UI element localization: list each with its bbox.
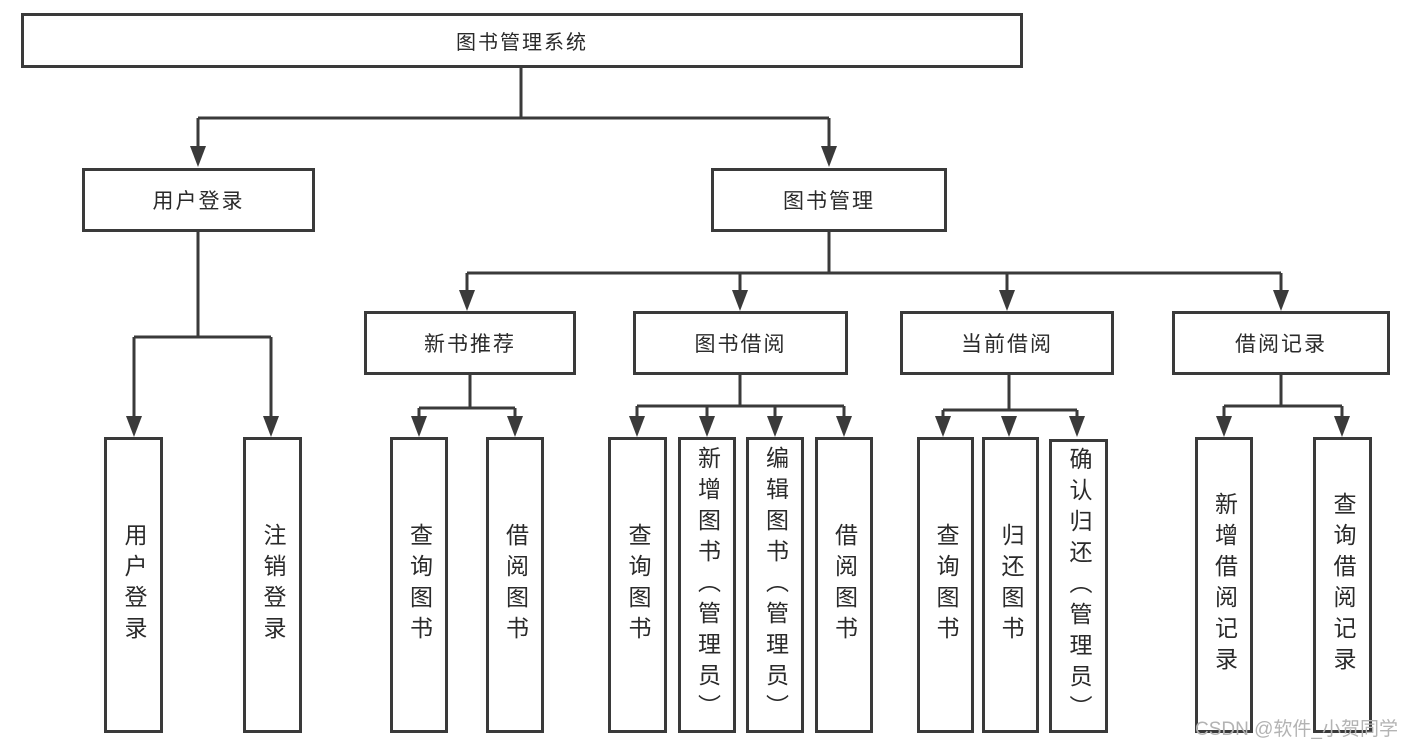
leaf-borrow-books-recommend: 借阅图书: [486, 437, 544, 733]
leaf-label: 新增图书（管理员）: [694, 445, 721, 725]
leaf-query-books-recommend: 查询图书: [390, 437, 448, 733]
arrow-down-icon: [1334, 416, 1350, 437]
leaf-label: 查询图书: [406, 523, 433, 647]
arrow-down-icon: [1273, 290, 1289, 311]
arrow-down-icon: [507, 416, 523, 437]
leaf-label: 查询借阅记录: [1330, 492, 1356, 678]
node-current-borrow: 当前借阅: [900, 311, 1114, 375]
leaf-add-borrow-record: 新增借阅记录: [1195, 437, 1253, 733]
arrow-down-icon: [411, 416, 427, 437]
node-user-login-label: 用户登录: [152, 190, 245, 213]
node-borrow-records-label: 借阅记录: [1235, 333, 1327, 356]
node-new-book-recommend-label: 新书推荐: [424, 333, 516, 356]
node-book-borrow-label: 图书借阅: [694, 333, 787, 356]
node-current-borrow-label: 当前借阅: [961, 333, 1053, 356]
node-borrow-records: 借阅记录: [1172, 311, 1390, 375]
arrow-down-icon: [190, 146, 206, 167]
arrow-down-icon: [699, 416, 715, 437]
node-root-label: 图书管理系统: [456, 32, 588, 54]
leaf-user-login: 用户登录: [104, 437, 163, 733]
leaf-logout: 注销登录: [243, 437, 302, 733]
leaf-query-books-current: 查询图书: [917, 437, 974, 733]
leaf-add-books-admin: 新增图书（管理员）: [678, 437, 736, 733]
leaf-label: 注销登录: [260, 523, 286, 647]
arrow-down-icon: [1069, 416, 1085, 437]
leaf-label: 查询图书: [625, 523, 651, 647]
leaf-label: 新增借阅记录: [1211, 492, 1238, 678]
arrow-down-icon: [1001, 416, 1017, 437]
leaf-borrow-books: 借阅图书: [815, 437, 873, 733]
arrow-down-icon: [767, 416, 783, 437]
arrow-down-icon: [1216, 416, 1232, 437]
arrow-down-icon: [821, 146, 837, 167]
leaf-label: 确认归还（管理员）: [1066, 446, 1092, 726]
arrow-down-icon: [999, 290, 1015, 311]
leaf-label: 归还图书: [998, 523, 1024, 647]
arrow-down-icon: [126, 416, 142, 437]
leaf-confirm-return-admin: 确认归还（管理员）: [1049, 439, 1108, 733]
arrow-down-icon: [629, 416, 645, 437]
node-book-management: 图书管理: [711, 168, 947, 232]
leaf-edit-books-admin: 编辑图书（管理员）: [746, 437, 804, 733]
node-book-management-label: 图书管理: [783, 190, 875, 213]
node-user-login: 用户登录: [82, 168, 315, 232]
node-root: 图书管理系统: [21, 13, 1023, 68]
arrow-down-icon: [459, 290, 475, 311]
leaf-return-books: 归还图书: [982, 437, 1039, 733]
arrow-down-icon: [935, 416, 951, 437]
leaf-label: 编辑图书（管理员）: [762, 445, 789, 725]
arrow-down-icon: [732, 290, 748, 311]
leaf-query-borrow-record: 查询借阅记录: [1313, 437, 1372, 733]
leaf-label: 借阅图书: [831, 523, 858, 647]
node-new-book-recommend: 新书推荐: [364, 311, 576, 375]
leaf-label: 用户登录: [121, 523, 147, 647]
leaf-label: 借阅图书: [502, 523, 529, 647]
csdn-watermark: CSDN @软件_小贺同学: [1195, 719, 1398, 740]
leaf-query-books-borrow: 查询图书: [608, 437, 667, 733]
leaf-label: 查询图书: [933, 523, 959, 647]
arrow-down-icon: [263, 416, 279, 437]
arrow-down-icon: [836, 416, 852, 437]
node-book-borrow: 图书借阅: [633, 311, 848, 375]
